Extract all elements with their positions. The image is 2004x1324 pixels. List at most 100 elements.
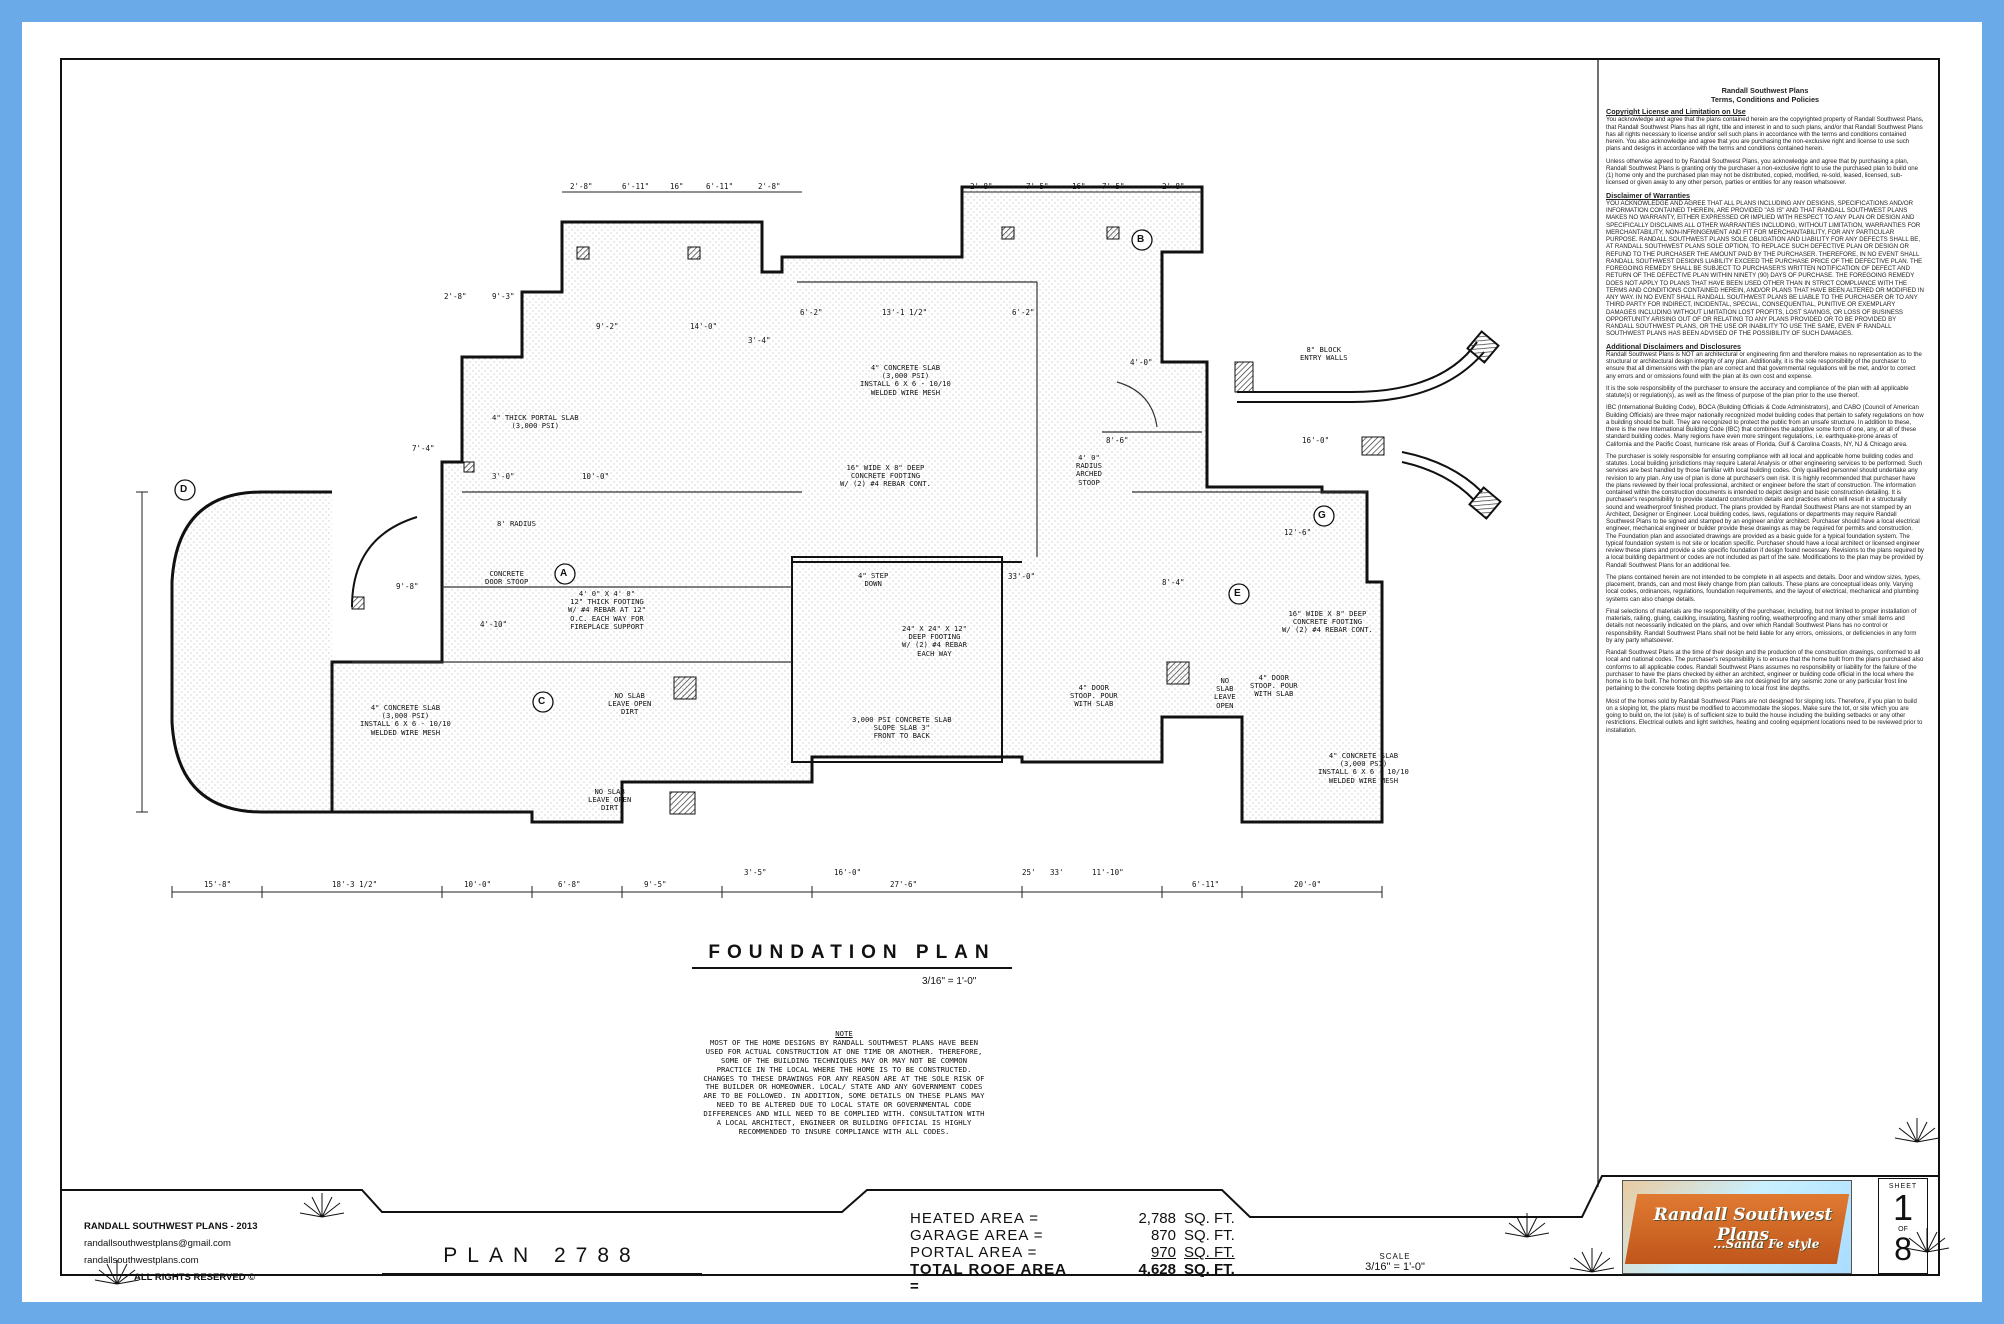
company-rights: ALL RIGHTS RESERVED © (134, 1272, 256, 1283)
door-stoop-note: CONCRETE DOOR STOOP (485, 569, 529, 587)
dim-bottom: 33' (1050, 868, 1064, 877)
plan-name: PLAN 2788 (443, 1244, 641, 1267)
dim-top: 2'-8" (970, 182, 993, 191)
sheet-total: 8 (1894, 1231, 1912, 1267)
dim-bottom: 11'-10" (1092, 868, 1124, 877)
curved-portal (170, 490, 418, 814)
foundation-plan-drawing (60, 58, 1950, 1285)
dim-misc: 4'-0" (1130, 358, 1153, 367)
dim-top: 2'-8" (1162, 182, 1185, 191)
dim-bottom: 10'-0" (464, 880, 492, 889)
concrete-slab-note-right: 4" CONCRETE SLAB (3,000 PSI) INSTALL 6 X… (1318, 751, 1409, 785)
area-label: HEATED AREA = (910, 1210, 1040, 1227)
dim-misc: 12'-6" (1284, 528, 1312, 537)
footing-note-right: 16" WIDE X 8" DEEP CONCRETE FOOTING W/ (… (1282, 609, 1373, 635)
sheet-number: 1 (1892, 1187, 1914, 1228)
dim-misc: 14'-0" (690, 322, 718, 331)
dim-bottom: 18'-3 1/2" (332, 880, 378, 889)
dim-bottom: 9'-5" (644, 880, 667, 889)
company-email: randallsouthwestplans@gmail.com (84, 1238, 231, 1249)
portal-slab-note: 4" THICK PORTAL SLAB (3,000 PSI) (492, 413, 579, 431)
dim-misc: 9'-3" (492, 292, 515, 301)
foundation-outline (330, 185, 1384, 824)
section-marker-c: C (538, 696, 546, 707)
garage-slab (791, 556, 1022, 763)
section-marker-b: B (1137, 234, 1145, 245)
area-row: HEATED AREA = 2,788 SQ. FT. (910, 1210, 1264, 1227)
dim-bottom: 27'-6" (890, 880, 918, 889)
terms-paragraph: YOU ACKNOWLEDGE AND AGREE THAT ALL PLANS… (1606, 199, 1924, 338)
terms-subtitle: Terms, Conditions and Policies (1710, 95, 1820, 104)
general-note: NOTE MOST OF THE HOME DESIGNS BY RANDALL… (702, 1029, 986, 1137)
area-value: 970 (1150, 1244, 1176, 1261)
sheet-border (60, 58, 1940, 1276)
terms-paragraph: The purchaser is solely responsible for … (1606, 452, 1924, 569)
company-info: RANDALL SOUTHWEST PLANS - 2013 randallso… (84, 1218, 257, 1286)
dim-misc: 9'-2" (596, 322, 619, 331)
section-marker-a: A (560, 568, 568, 579)
plan-name-underline (382, 1273, 702, 1275)
dim-bottom: 16'-0" (834, 868, 862, 877)
dim-bottom: 6'-11" (1192, 880, 1220, 889)
area-unit: SQ. FT. (1184, 1244, 1235, 1261)
area-unit: SQ. FT. (1184, 1210, 1235, 1227)
area-label: TOTAL ROOF AREA = (910, 1261, 1067, 1295)
terms-section-heading: Disclaimer of Warranties (1606, 190, 1691, 200)
dim-misc: 8'-6" (1106, 436, 1129, 445)
radius-note: 8' RADIUS (497, 519, 536, 528)
no-slab-note-1: NO SLAB LEAVE OPEN DIRT (608, 691, 652, 717)
dim-bottom: 25' (1022, 868, 1036, 877)
terms-company: Randall Southwest Plans (1721, 86, 1809, 95)
scale-label: SCALE (1379, 1252, 1411, 1261)
scale-box: SCALE 3/16" = 1'-0" (1350, 1252, 1440, 1273)
dim-misc: 33'-0" (1008, 572, 1036, 581)
area-summary: HEATED AREA = 2,788 SQ. FT. GARAGE AREA … (910, 1210, 1264, 1295)
fireplace-footing-note: 4' 0" X 4' 0" 12" THICK FOOTING W/ #4 RE… (568, 589, 646, 631)
concrete-slab-note-left: 4" CONCRETE SLAB (3,000 PSI) INSTALL 6 X… (360, 703, 451, 737)
dim-misc: 6'-2" (1012, 308, 1035, 317)
dim-bottom: 6'-8" (558, 880, 581, 889)
dim-bottom: 3'-5" (744, 868, 767, 877)
dim-top: 7'-5" (1026, 182, 1049, 191)
arched-stoop-note: 4' 0" RADIUS ARCHED STOOP (1076, 453, 1102, 487)
dimension-lines (136, 191, 1383, 898)
drawing-sheet: A B C D E G 4" THICK PORTAL SLAB (3,000 … (22, 22, 1982, 1302)
area-row: GARAGE AREA = 870 SQ. FT. (910, 1227, 1264, 1244)
terms-paragraph: Randall Southwest Plans is NOT an archit… (1606, 350, 1922, 380)
sheet-label: SHEET (1888, 1183, 1918, 1190)
terms-paragraph: Unless otherwise agreed to by Randall So… (1606, 157, 1918, 187)
dim-misc: 2'-8" (444, 292, 467, 301)
drawing-title: FOUNDATION PLAN (708, 942, 996, 963)
door-stoop-note-center: 4" DOOR STOOP. POUR WITH SLAB (1070, 683, 1118, 709)
dim-misc: 13'-1 1/2" (882, 308, 928, 317)
terms-section-heading: Additional Disclaimers and Disclosures (1606, 341, 1742, 351)
dim-top: 2'-8" (758, 182, 781, 191)
section-bubbles (174, 229, 1335, 713)
dim-misc: 3'-0" (492, 472, 515, 481)
deep-footing-note: 24" X 24" X 12" DEEP FOOTING W/ (2) #4 R… (902, 624, 967, 658)
terms-paragraph: It is the sole responsibility of the pur… (1606, 384, 1909, 399)
concrete-slab-note-top: 4" CONCRETE SLAB (3,000 PSI) INSTALL 6 X… (860, 363, 951, 397)
section-marker-d: D (180, 484, 188, 495)
company-name: RANDALL SOUTHWEST PLANS - 2013 (84, 1221, 258, 1232)
area-value: 2,788 (1138, 1210, 1176, 1227)
dim-misc: 9'-8" (396, 582, 419, 591)
step-down-note: 4" STEP DOWN (858, 571, 889, 589)
dim-misc: 8'-4" (1162, 578, 1185, 587)
interior-footings (352, 281, 1367, 663)
dim-bottom: 15'-8" (204, 880, 232, 889)
area-value: 4,628 (1138, 1261, 1176, 1278)
terms-paragraph: You acknowledge and agree that the plans… (1606, 116, 1924, 153)
garage-slab-note: 3,000 PSI CONCRETE SLAB SLOPE SLAB 3" FR… (852, 715, 952, 741)
section-marker-e: E (1234, 588, 1241, 599)
terms-paragraph: IBC (International Building Code), BOCA … (1606, 404, 1924, 448)
no-slab-note-3: NO SLAB LEAVE OPEN (1214, 676, 1236, 710)
logo-text: Randall Southwest Plans (1653, 1205, 1833, 1245)
area-row-total: TOTAL ROOF AREA = 4,628 SQ. FT. (910, 1261, 1264, 1295)
area-label: GARAGE AREA = (910, 1227, 1044, 1244)
terms-paragraph: Most of the homes sold by Randall Southw… (1606, 697, 1923, 734)
title-block-lines (60, 58, 1940, 1218)
logo-tagline: ...Santa Fe style (1713, 1237, 1820, 1251)
drawing-title-underline (692, 967, 1012, 969)
terms-conditions-panel: Randall Southwest Plans Terms, Condition… (1606, 86, 1924, 739)
